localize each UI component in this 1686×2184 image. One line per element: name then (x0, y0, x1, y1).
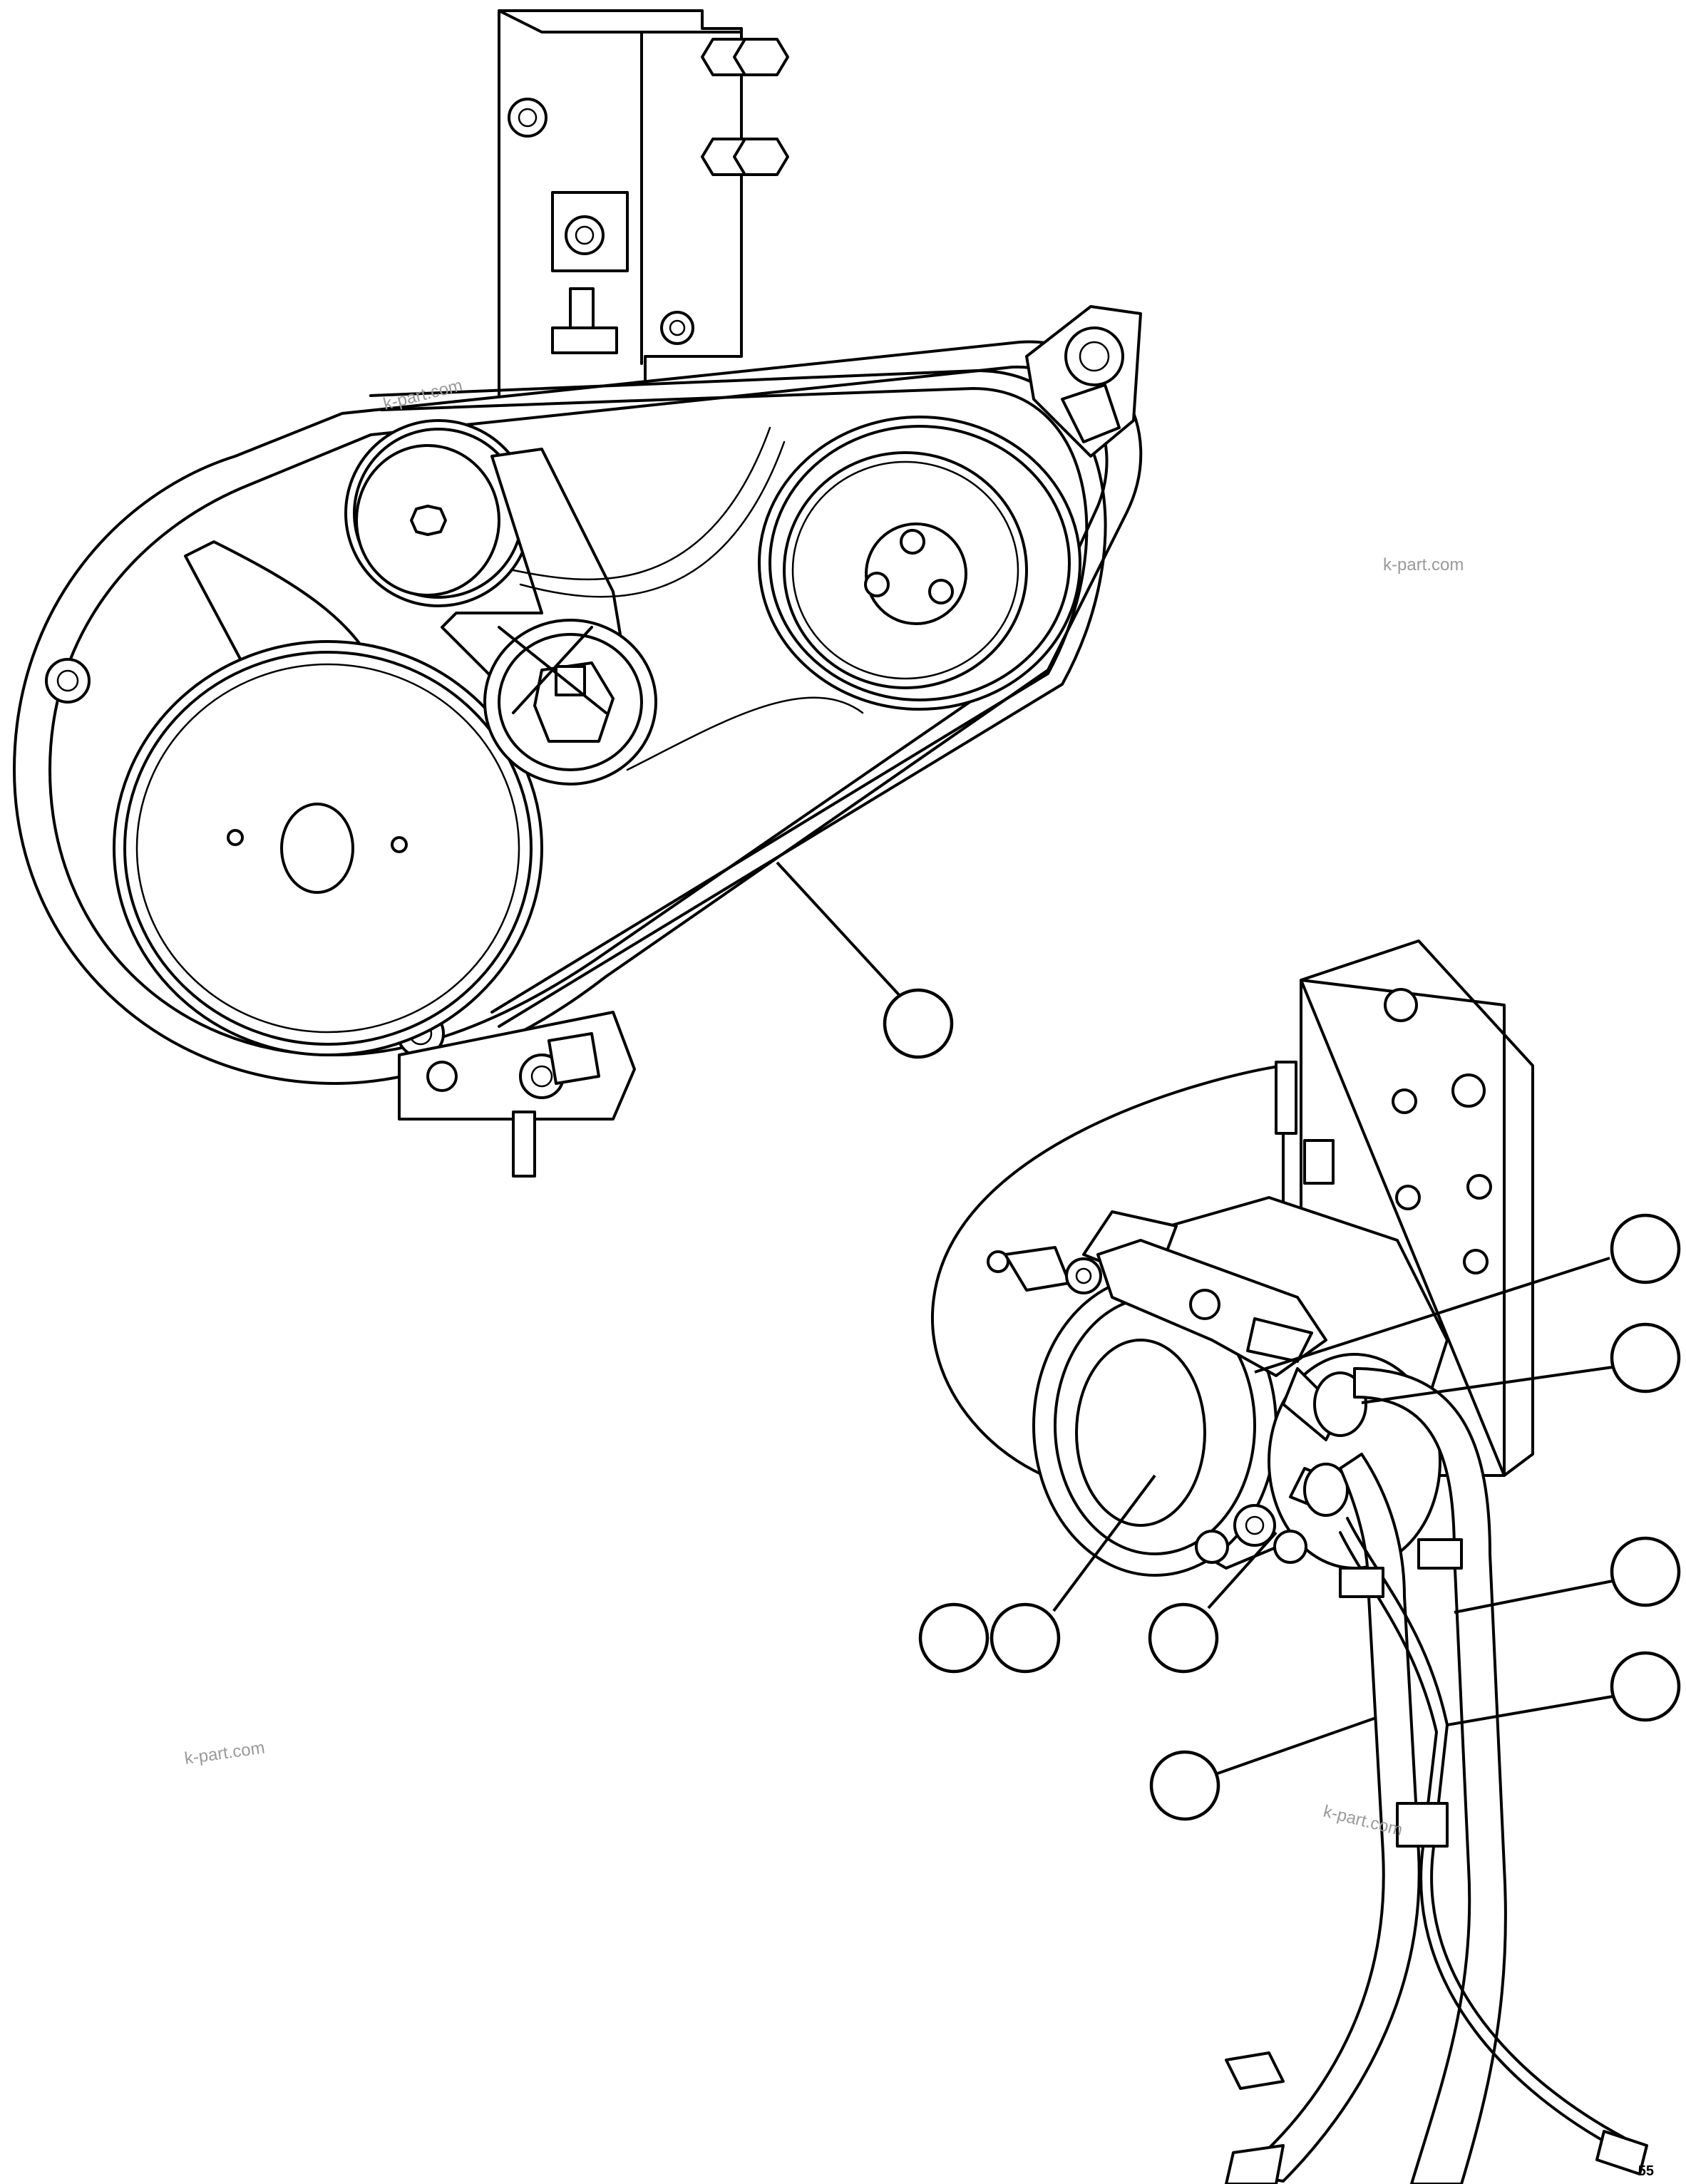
callout-bolt[interactable] (1148, 1531, 1278, 1674)
callout-compressor-a[interactable] (918, 1602, 990, 1674)
compressor-assembly (918, 939, 1681, 2184)
figure-number: 55 (1638, 2163, 1654, 2179)
guard-bolt (45, 658, 91, 704)
water-pump-pulley (758, 416, 1081, 711)
callout-wire-harness[interactable] (1446, 1651, 1681, 1726)
tensioner-arm (441, 448, 657, 785)
mounting-bracket (498, 9, 789, 401)
compressor-top-bracket (987, 1239, 1327, 1377)
callout-bracket[interactable] (1254, 1213, 1681, 1374)
callout-compressor-b[interactable] (990, 1474, 1156, 1674)
tensioner-pulley (344, 419, 533, 607)
callout-fitting[interactable] (1361, 1322, 1681, 1404)
hoses (1225, 1367, 1648, 2184)
crank-pulley (113, 640, 543, 1056)
callout-belt[interactable] (776, 861, 954, 1059)
belt-drive-assembly (13, 9, 1143, 1178)
callout-hose-right[interactable] (1454, 1536, 1681, 1614)
watermark: k-part.com (1383, 555, 1464, 575)
lower-bracket (398, 1011, 636, 1178)
watermark: k-part.com (183, 1738, 266, 1768)
callout-hose-left[interactable] (1149, 1716, 1377, 1821)
idler-bracket (1025, 305, 1142, 458)
drive-belt (369, 369, 1107, 1028)
